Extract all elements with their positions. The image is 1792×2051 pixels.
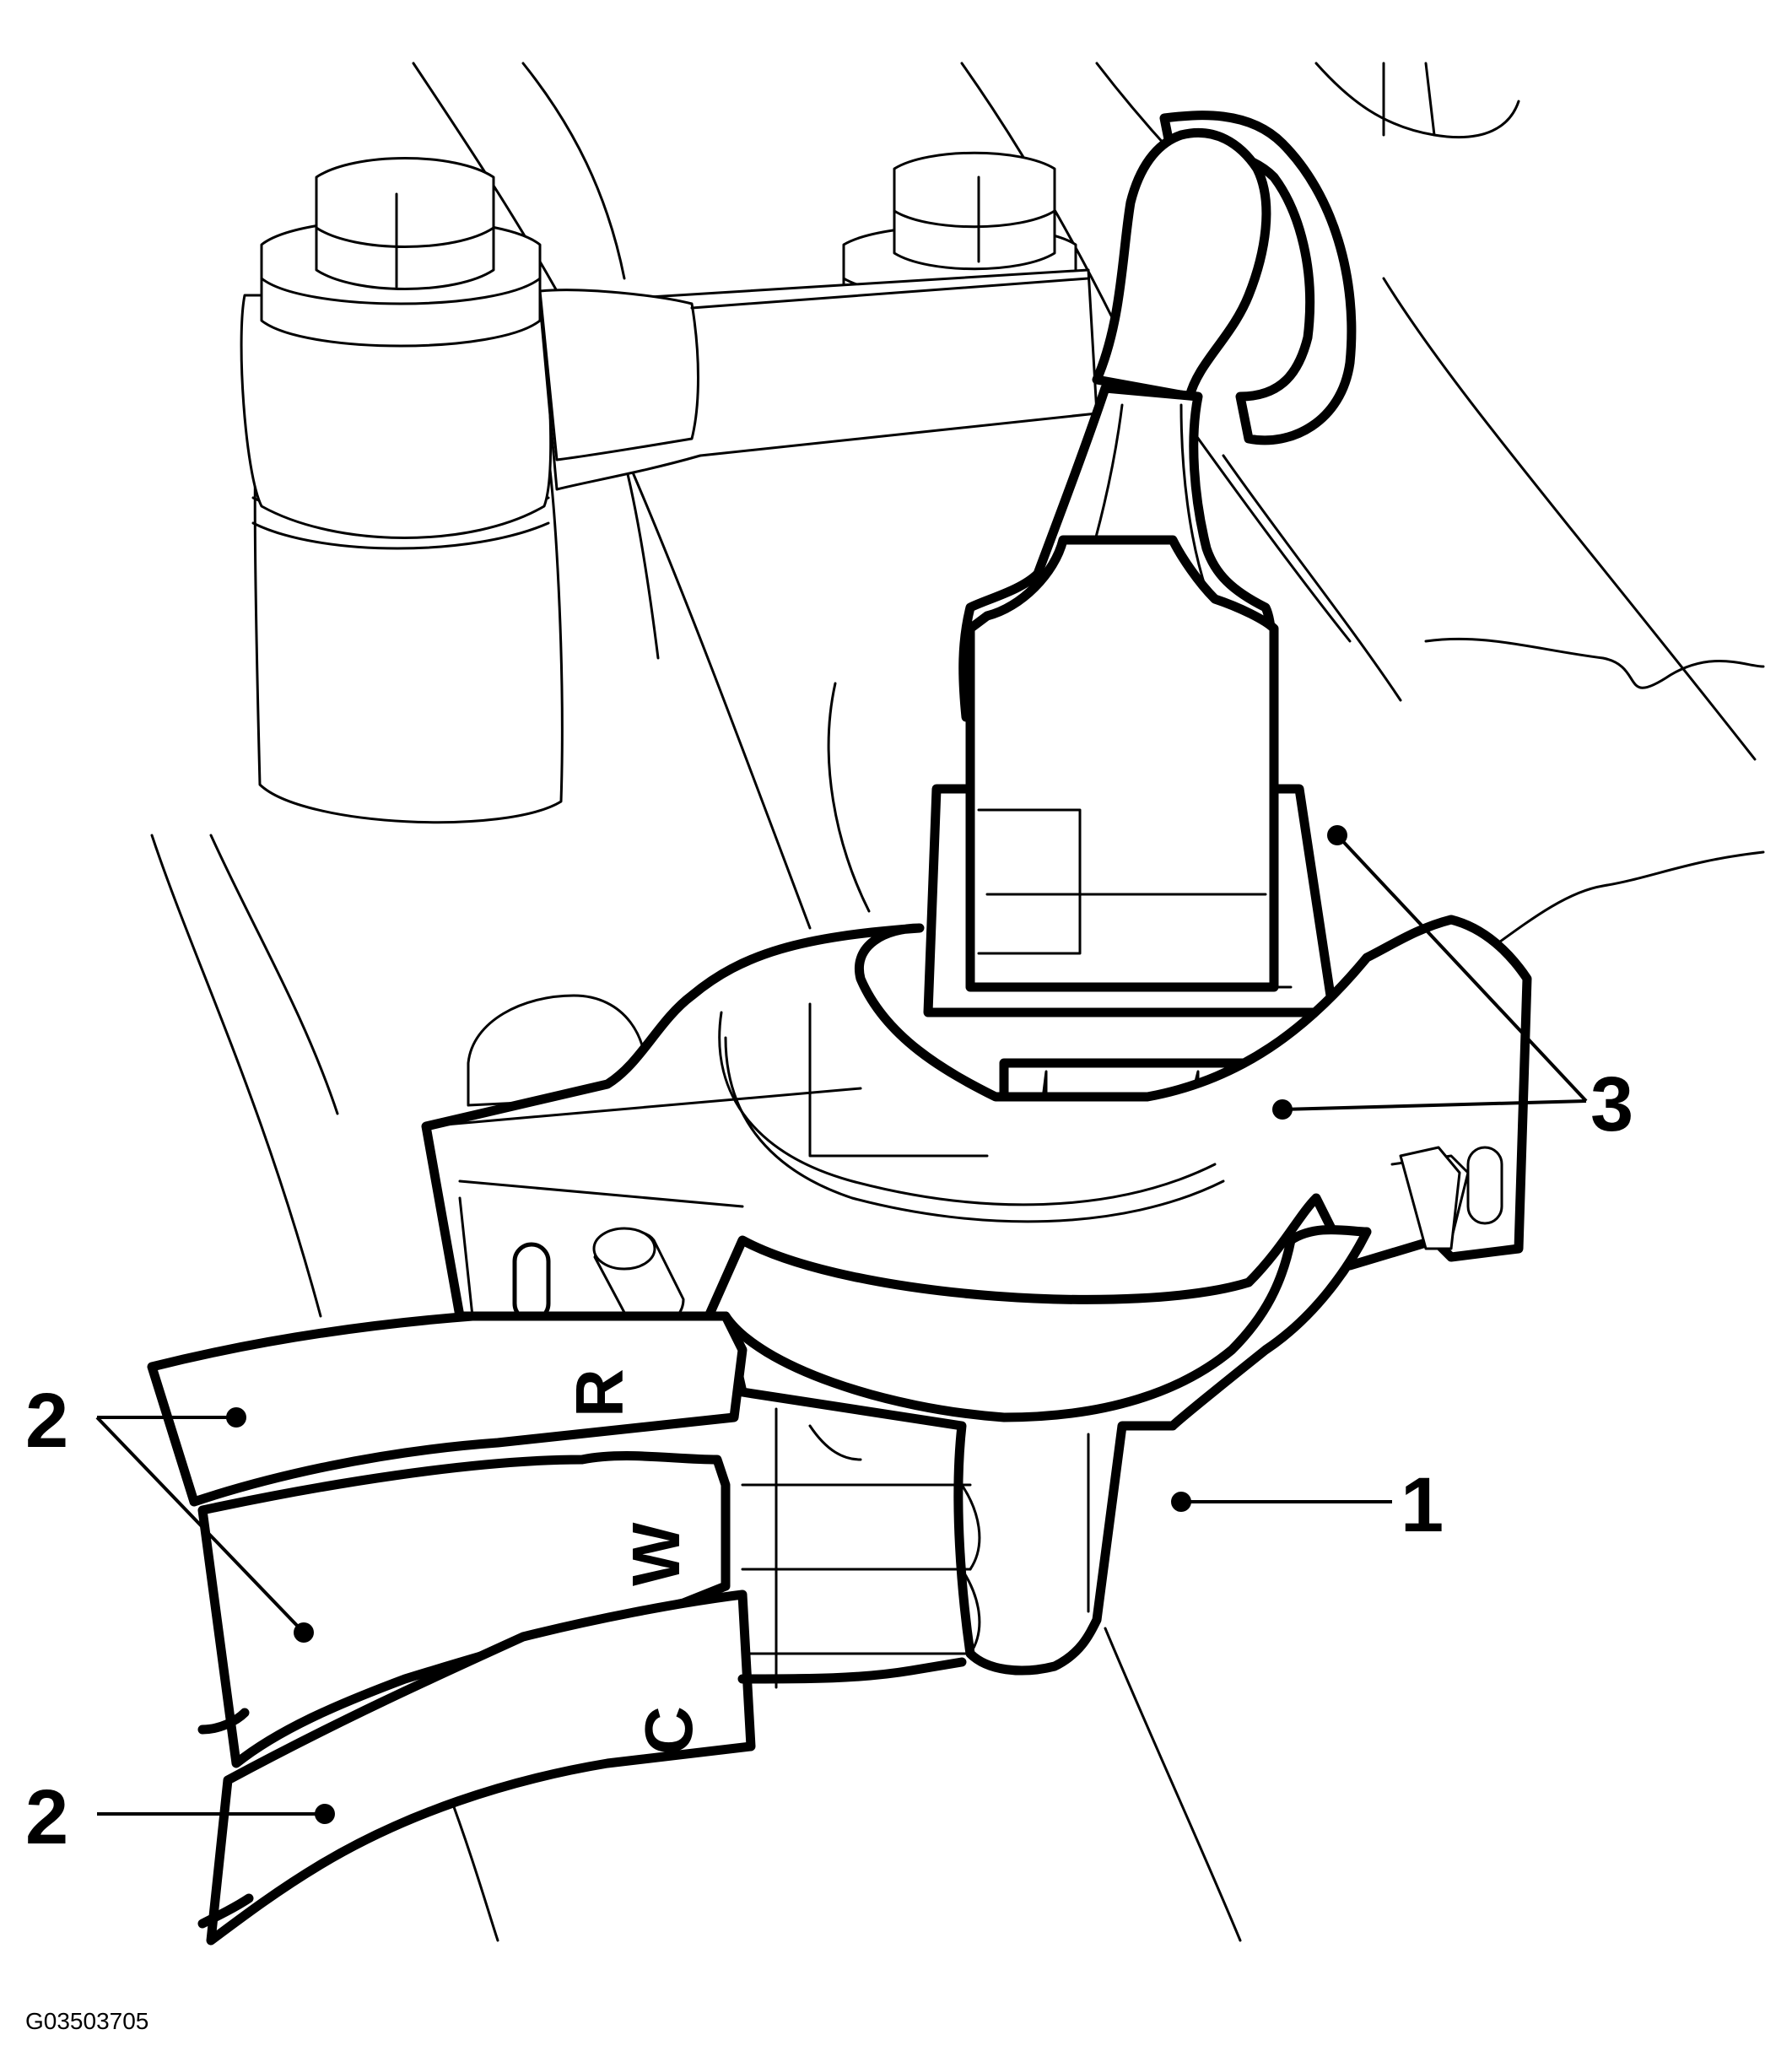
callout-3-label: 3 [1590,1061,1633,1147]
bracket-arm [538,268,1098,491]
left-bolt-assembly [240,157,564,824]
sensor-connector [923,535,1338,1161]
callout-2-label-lower: 2 [25,1774,68,1860]
wire-markings: R W C [562,1368,706,1755]
callout-3-leader-b [1282,1099,1587,1111]
flange-pin [592,1227,685,1328]
callout-2-upper-dot-a [226,1407,246,1428]
callout-2-label-upper: 2 [25,1378,68,1464]
figure-id: G03503705 [25,2008,148,2034]
callout-2-upper-leader-b [95,1416,305,1634]
engine-background [150,62,1765,1942]
callout-2-upper-dot-b [294,1622,314,1643]
callouts: 1 2 2 3 [25,825,1633,1860]
sensor-flange [421,915,1532,1323]
callout-3-leader-a [1336,834,1588,1103]
callout-3-dot-a [1327,825,1347,845]
callout-1-label: 1 [1401,1462,1444,1548]
wire-marking-r: R [562,1368,637,1417]
wire-marking-w: W [618,1522,694,1586]
callout-3-dot-b [1272,1099,1293,1120]
wire-marking-c: C [631,1706,706,1755]
wire-labels [147,1311,967,1946]
sensor-body [721,1225,1372,1689]
callout-2-lower-dot [315,1804,335,1824]
